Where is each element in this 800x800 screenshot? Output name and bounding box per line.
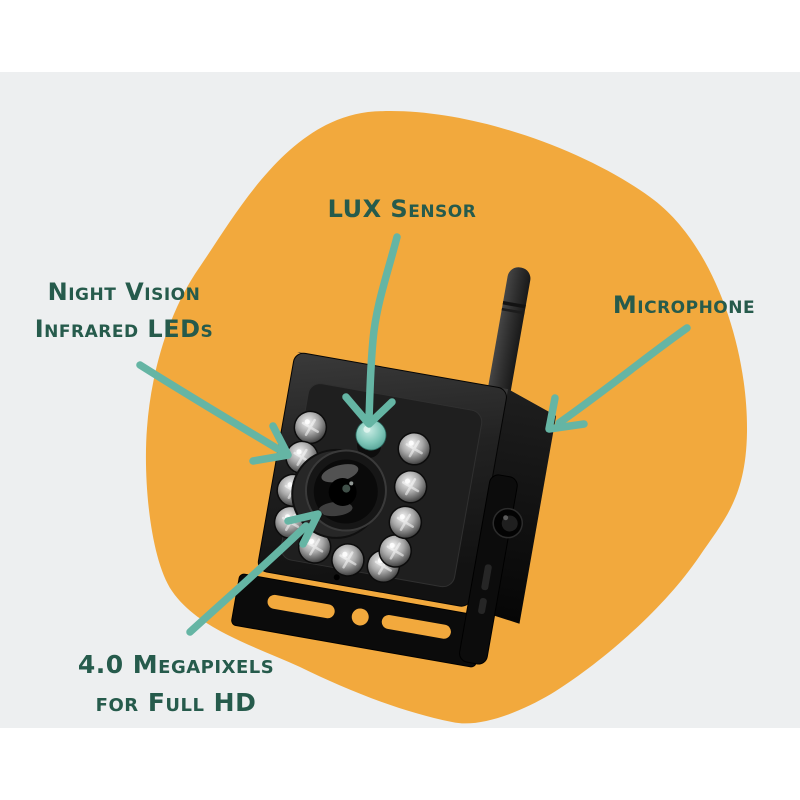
label-night-vision-line1: Night Vision (47, 278, 201, 306)
arrowhead-up-right-icon (284, 510, 322, 548)
label-night-vision: Night Vision Infrared LEDs (4, 274, 244, 348)
label-lux-sensor: LUX Sensor (282, 192, 522, 227)
bracket-arm (459, 474, 524, 665)
pinhole-dot (333, 574, 340, 581)
label-megapixels: 4.0 Megapixels for Full HD (36, 646, 316, 722)
camera-lens (291, 448, 387, 539)
label-night-vision-line2: Infrared LEDs (34, 315, 214, 343)
megapixels-arrow (186, 510, 322, 636)
label-microphone-text: Microphone (612, 291, 756, 319)
label-megapixels-line2: for Full HD (95, 688, 257, 717)
arrowhead-down-right-icon (249, 422, 292, 465)
arrowhead-down-icon (342, 393, 396, 428)
lux-sensor-dome (355, 419, 387, 458)
camera-photo (231, 267, 557, 668)
label-microphone: Microphone (564, 288, 800, 323)
wifi-antenna (486, 267, 531, 406)
night-vision-arrow (136, 361, 292, 465)
arrowhead-down-left-icon (545, 394, 588, 433)
microphone-arrow (545, 324, 691, 433)
label-megapixels-line1: 4.0 Megapixels (77, 650, 275, 679)
label-lux-sensor-text: LUX Sensor (327, 195, 477, 223)
lux-sensor-arrow (342, 233, 401, 428)
